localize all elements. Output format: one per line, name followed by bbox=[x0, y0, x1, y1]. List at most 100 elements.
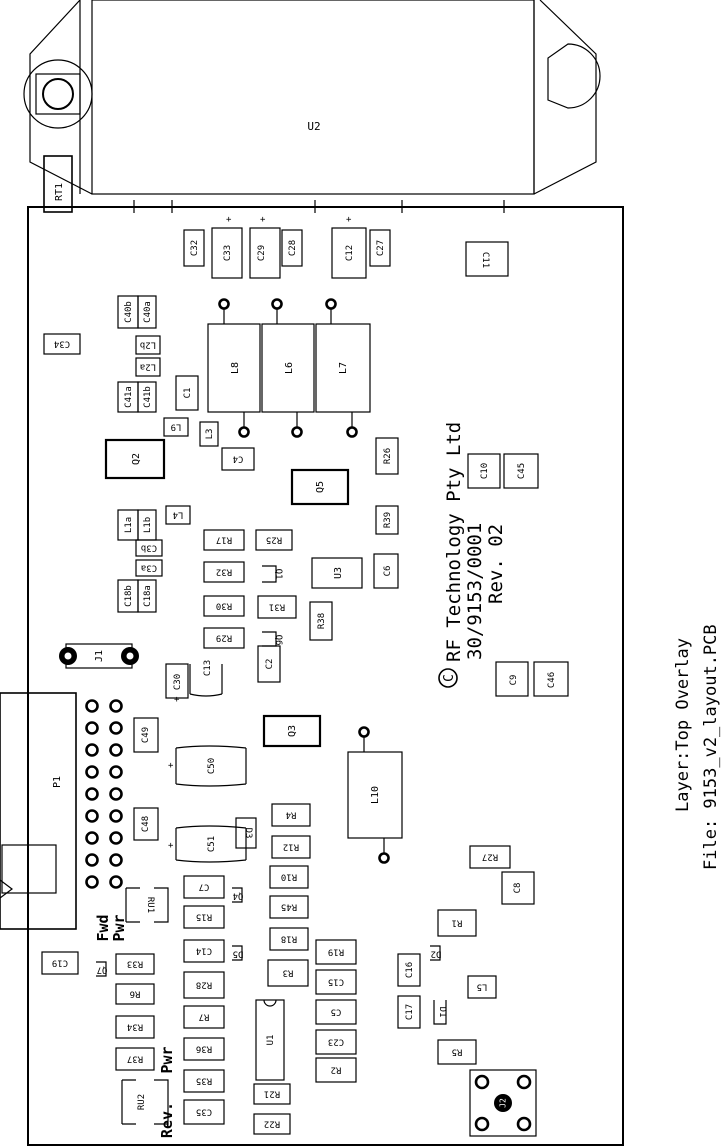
r32-label: R32 bbox=[216, 567, 232, 577]
r38-label: R38 bbox=[317, 613, 327, 629]
company-name: RF Technology Pty Ltd bbox=[443, 422, 465, 662]
q4-label: Q4 bbox=[233, 891, 244, 901]
l1a-label: L1a bbox=[124, 517, 134, 533]
l6-label: L6 bbox=[284, 362, 295, 374]
board-silkscreen: Fwd Pwr Rev. Pwr C RF Technology Pty Ltd… bbox=[94, 422, 507, 1138]
q3-label: Q3 bbox=[287, 725, 298, 737]
r10-label: R10 bbox=[281, 872, 297, 882]
c29-label: C29 bbox=[257, 245, 267, 261]
company-logo-letter: C bbox=[442, 674, 457, 682]
r39-label: R39 bbox=[383, 512, 393, 528]
board-outline bbox=[27, 206, 624, 1146]
r27-label: R27 bbox=[482, 852, 498, 862]
u2-label: U2 bbox=[307, 120, 320, 133]
middle-parts: R26 C10 C45 Q5 L1a L1b L4 R39 C3b C3a R1… bbox=[117, 437, 539, 649]
part-number: 30/9153/0001 bbox=[464, 523, 486, 660]
r17-label: R17 bbox=[216, 535, 232, 545]
svg-text:+: + bbox=[346, 215, 352, 225]
c23-label: C23 bbox=[328, 1037, 344, 1047]
c40b-label: C40b bbox=[124, 301, 134, 323]
r18-label: R18 bbox=[281, 934, 297, 944]
c18a-label: C18a bbox=[143, 585, 153, 607]
u3-label: U3 bbox=[333, 567, 344, 579]
c49-label: C49 bbox=[141, 727, 151, 743]
r30-label: R30 bbox=[216, 601, 232, 611]
c50-label: C50 bbox=[207, 758, 217, 774]
ru2-label: RU2 bbox=[137, 1094, 147, 1110]
u1-label: U1 bbox=[266, 1035, 276, 1046]
c48-label: C48 bbox=[141, 816, 151, 832]
q5-label: Q5 bbox=[315, 481, 326, 493]
c3b-label: C3b bbox=[141, 543, 157, 553]
r37-label: R37 bbox=[127, 1054, 143, 1064]
footer: Layer:Top Overlay File: 9153_v2_layout.P… bbox=[673, 624, 721, 870]
u2-package: U2 RT1 bbox=[23, 0, 601, 213]
j1-label: J1 bbox=[94, 650, 105, 662]
r22-label: R22 bbox=[264, 1119, 280, 1129]
q2-label: Q2 bbox=[131, 453, 142, 465]
c15-label: C15 bbox=[328, 977, 344, 987]
d1-label: D1 bbox=[437, 1007, 447, 1018]
r28-label: R28 bbox=[196, 980, 212, 990]
p1-label: P1 bbox=[52, 776, 63, 788]
c45-label: C45 bbox=[517, 463, 527, 479]
c30-label: C30 bbox=[173, 674, 183, 690]
c18b-label: C18b bbox=[124, 585, 134, 607]
svg-text:+: + bbox=[168, 841, 174, 851]
c8-label: C8 bbox=[513, 883, 523, 894]
r21-label: R21 bbox=[264, 1089, 280, 1099]
r36-label: R36 bbox=[196, 1044, 212, 1054]
r34-label: R34 bbox=[127, 1022, 143, 1032]
q7-label: Q7 bbox=[97, 965, 108, 975]
c6-label: C6 bbox=[383, 566, 393, 577]
c40a-label: C40a bbox=[143, 301, 153, 323]
q6-label: Q6 bbox=[273, 635, 283, 646]
r4-label: R4 bbox=[286, 810, 297, 820]
c41a-label: C41a bbox=[124, 386, 134, 408]
r19-label: R19 bbox=[328, 947, 344, 957]
fwd-pwr-line1: Fwd bbox=[94, 914, 112, 941]
c11-label: C11 bbox=[480, 252, 490, 268]
company-logo: C bbox=[438, 668, 458, 688]
c34-label: C34 bbox=[54, 339, 70, 349]
r31-label: R31 bbox=[269, 602, 285, 612]
l2b-label: L2b bbox=[140, 340, 156, 350]
left-upper-parts: C40b C40a C34 L2b L2a C41a C41b C1 L9 L3… bbox=[43, 295, 255, 480]
u2-pins bbox=[133, 200, 505, 213]
r45-label: R45 bbox=[281, 902, 297, 912]
r6-label: R6 bbox=[130, 989, 141, 999]
j1-connector: J1 bbox=[59, 643, 139, 669]
revision-text: Rev. 02 bbox=[485, 524, 507, 604]
l7-label: L7 bbox=[338, 362, 349, 374]
ru1-label: RU1 bbox=[145, 897, 155, 913]
l2a-label: L2a bbox=[140, 362, 156, 372]
c27-label: C27 bbox=[376, 240, 386, 256]
l4-label: L4 bbox=[173, 510, 184, 520]
c14-label: C14 bbox=[196, 946, 212, 956]
l9-label: L9 bbox=[171, 422, 182, 432]
svg-text:+: + bbox=[260, 215, 266, 225]
c5-label: C5 bbox=[331, 1007, 342, 1017]
bottom-parts: RU1 C7 Q4 R10 R45 R15 R1 C14 D5 R18 R19 … bbox=[41, 865, 537, 1137]
rev-pwr-line2: Pwr bbox=[158, 1046, 176, 1073]
r5-label: R5 bbox=[452, 1047, 463, 1057]
c2-label: C2 bbox=[265, 659, 275, 670]
svg-text:+: + bbox=[226, 215, 232, 225]
r29-label: R29 bbox=[216, 633, 232, 643]
c1-label: C1 bbox=[183, 388, 193, 399]
inductor-block: L8 L6 L7 bbox=[207, 298, 371, 438]
c16-label: C16 bbox=[405, 962, 415, 978]
d2-label: D2 bbox=[431, 949, 442, 959]
c7-label: C7 bbox=[199, 882, 210, 892]
r26-label: R26 bbox=[383, 448, 393, 464]
d3-label: D3 bbox=[243, 828, 253, 839]
l8-label: L8 bbox=[230, 362, 241, 374]
c41b-label: C41b bbox=[143, 386, 153, 408]
c19-label: C19 bbox=[52, 958, 68, 968]
j2-label: J2 bbox=[499, 1098, 508, 1108]
rev-pwr-line1: Rev. bbox=[158, 1102, 176, 1138]
layer-line: Layer:Top Overlay bbox=[673, 638, 693, 812]
c4-label: C4 bbox=[233, 454, 244, 464]
output-caps: C32 C33 C29 C28 C12 C27 C11 + + + bbox=[183, 215, 509, 279]
r3-label: R3 bbox=[283, 968, 294, 978]
